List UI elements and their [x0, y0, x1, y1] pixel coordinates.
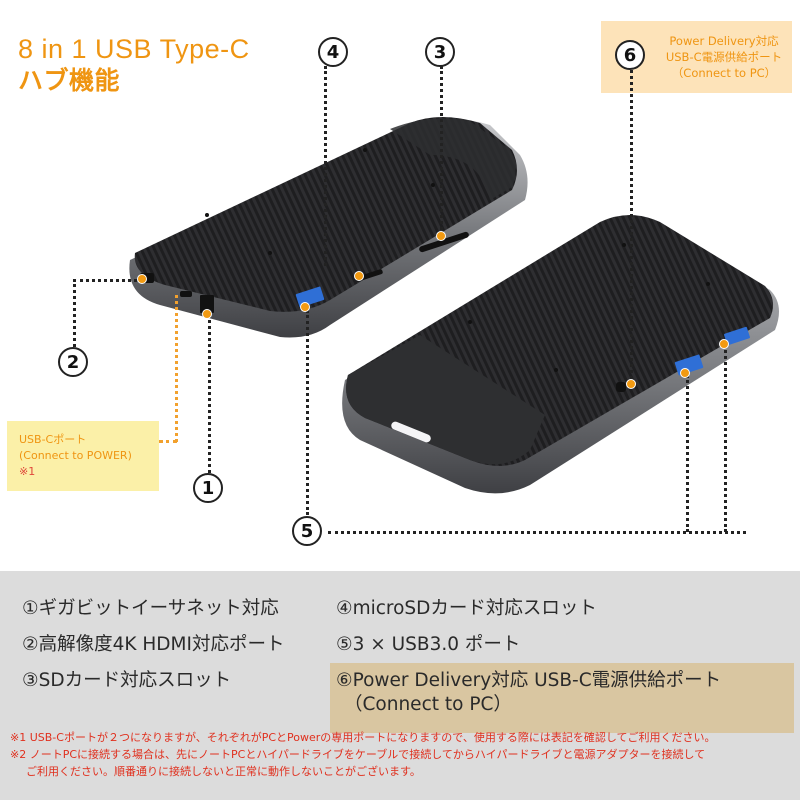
- leader-line-2-v: [73, 279, 76, 347]
- title-line-2: ハブ機能: [18, 66, 121, 95]
- power-port-callout: USB-Cポート (Connect to POWER) ※1: [7, 421, 159, 491]
- port-dot-usb-left: [300, 302, 310, 312]
- marker-4: 4: [318, 37, 348, 67]
- leader-line-5-c: [724, 345, 727, 532]
- footnotes: ※1 USB-Cポートが２つになりますが、それぞれがPCとPowerの専用ポート…: [10, 729, 800, 780]
- port-dot-hdmi: [137, 274, 147, 284]
- feature-6-subtext: （Connect to PC）: [344, 694, 512, 715]
- feature-1: ①ギガビットイーサネット対応: [22, 598, 279, 619]
- port-dot-ethernet: [202, 309, 212, 319]
- marker-3: 3: [425, 37, 455, 67]
- marker-6: 6: [615, 40, 645, 70]
- leader-line-6: [630, 70, 633, 385]
- leader-line-5-a: [306, 310, 309, 515]
- leader-line-power-h: [159, 440, 177, 443]
- leader-line-2-h: [73, 279, 143, 282]
- footnote-2-cont: ご利用ください。順番通りに接続しないと正常に動作しないことがございます。: [26, 765, 421, 778]
- marker-1: 1: [193, 473, 223, 503]
- leader-line-1: [208, 315, 211, 473]
- leader-line-5-b: [686, 375, 689, 532]
- port-dot-pd: [626, 379, 636, 389]
- port-dot-microsd: [354, 271, 364, 281]
- port-dot-sd: [436, 231, 446, 241]
- feature-4: ④microSDカード対応スロット: [336, 598, 597, 619]
- feature-3: ③SDカード対応スロット: [22, 670, 232, 691]
- pd-callout-line-1: Power Delivery対応: [669, 34, 779, 48]
- marker-2: 2: [58, 347, 88, 377]
- leader-line-4: [324, 66, 327, 266]
- feature-5: ⑤3 × USB3.0 ポート: [336, 634, 521, 655]
- title-line-1: 8 in 1 USB Type-C: [18, 34, 250, 64]
- leader-line-3: [440, 66, 443, 241]
- power-callout-line-2: (Connect to POWER): [19, 449, 132, 462]
- marker-5: 5: [292, 516, 322, 546]
- leader-line-power: [175, 295, 178, 442]
- pd-callout-line-3: （Connect to PC）: [671, 66, 777, 80]
- feature-highlight-box: [330, 663, 794, 733]
- port-dot-usb-right-1: [680, 368, 690, 378]
- leader-line-5-h: [328, 531, 746, 534]
- feature-6: ⑥Power Delivery対応 USB-C電源供給ポート: [336, 670, 722, 691]
- power-callout-line-1: USB-Cポート: [19, 433, 87, 446]
- usb-hub-device-right: [330, 210, 790, 500]
- port-dot-usb-right-2: [719, 339, 729, 349]
- power-callout-note: ※1: [19, 465, 36, 478]
- hub-right-illustration: [342, 215, 779, 494]
- footnote-1: ※1 USB-Cポートが２つになりますが、それぞれがPCとPowerの専用ポート…: [10, 731, 716, 744]
- footnote-2: ※2 ノートPCに接続する場合は、先にノートPCとハイパードライブをケーブルで接…: [10, 748, 706, 761]
- pd-callout-line-2: USB-C電源供給ポート: [665, 50, 783, 64]
- feature-2: ②高解像度4K HDMI対応ポート: [22, 634, 285, 655]
- product-title: 8 in 1 USB Type-C ハブ機能: [18, 34, 250, 96]
